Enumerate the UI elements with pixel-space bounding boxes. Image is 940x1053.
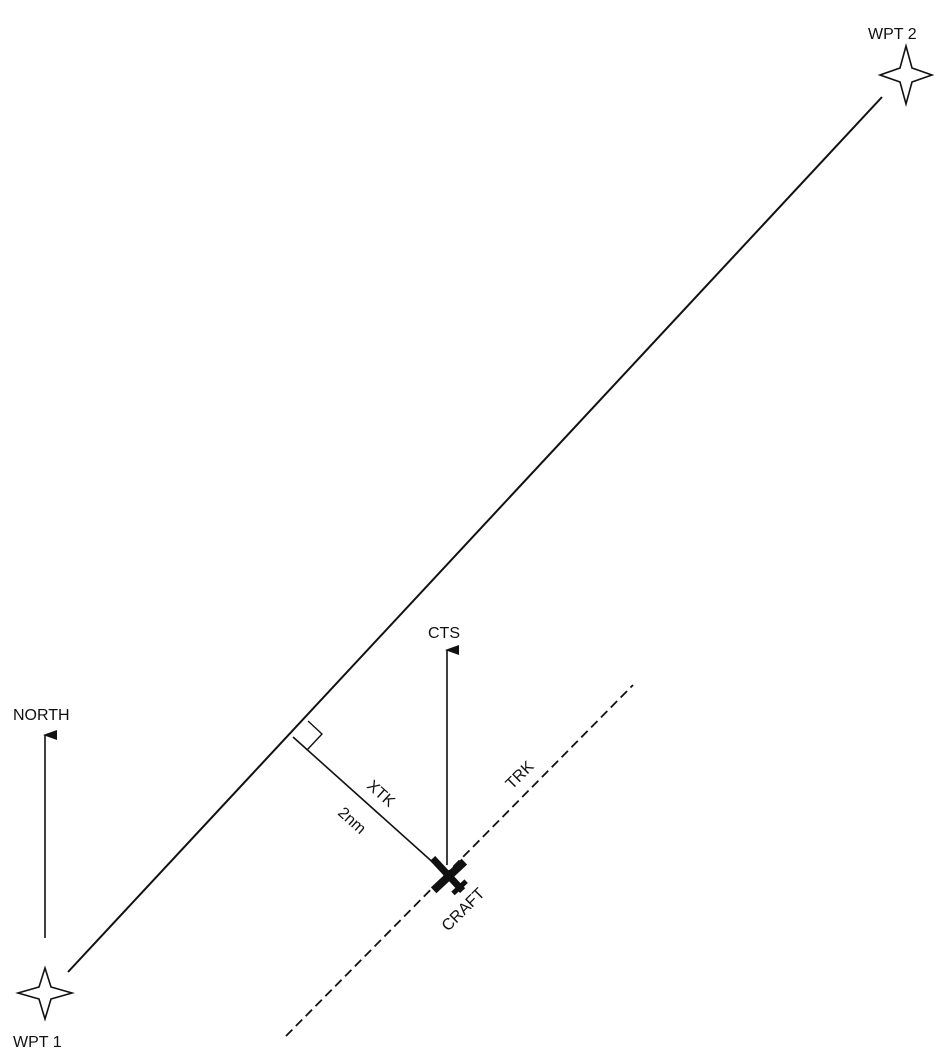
cross-track-line xyxy=(292,736,448,876)
four-point-star-icon xyxy=(877,42,935,108)
track-line xyxy=(285,684,634,1037)
wpt1-label: WPT 1 xyxy=(13,1034,62,1051)
trk-label: TRK xyxy=(503,758,538,793)
four-point-star-icon xyxy=(15,965,75,1022)
desired-course-line xyxy=(67,96,883,973)
right-angle-marker xyxy=(306,720,323,751)
wpt2-label: WPT 2 xyxy=(868,26,917,43)
craft-label: CRAFT xyxy=(439,885,489,935)
cts-label: CTS xyxy=(428,625,460,642)
aircraft-icon xyxy=(430,856,468,896)
xtk-label: XTK xyxy=(363,777,398,811)
xtk-distance-label: 2nm xyxy=(334,804,369,837)
north-label: NORTH xyxy=(13,707,70,724)
